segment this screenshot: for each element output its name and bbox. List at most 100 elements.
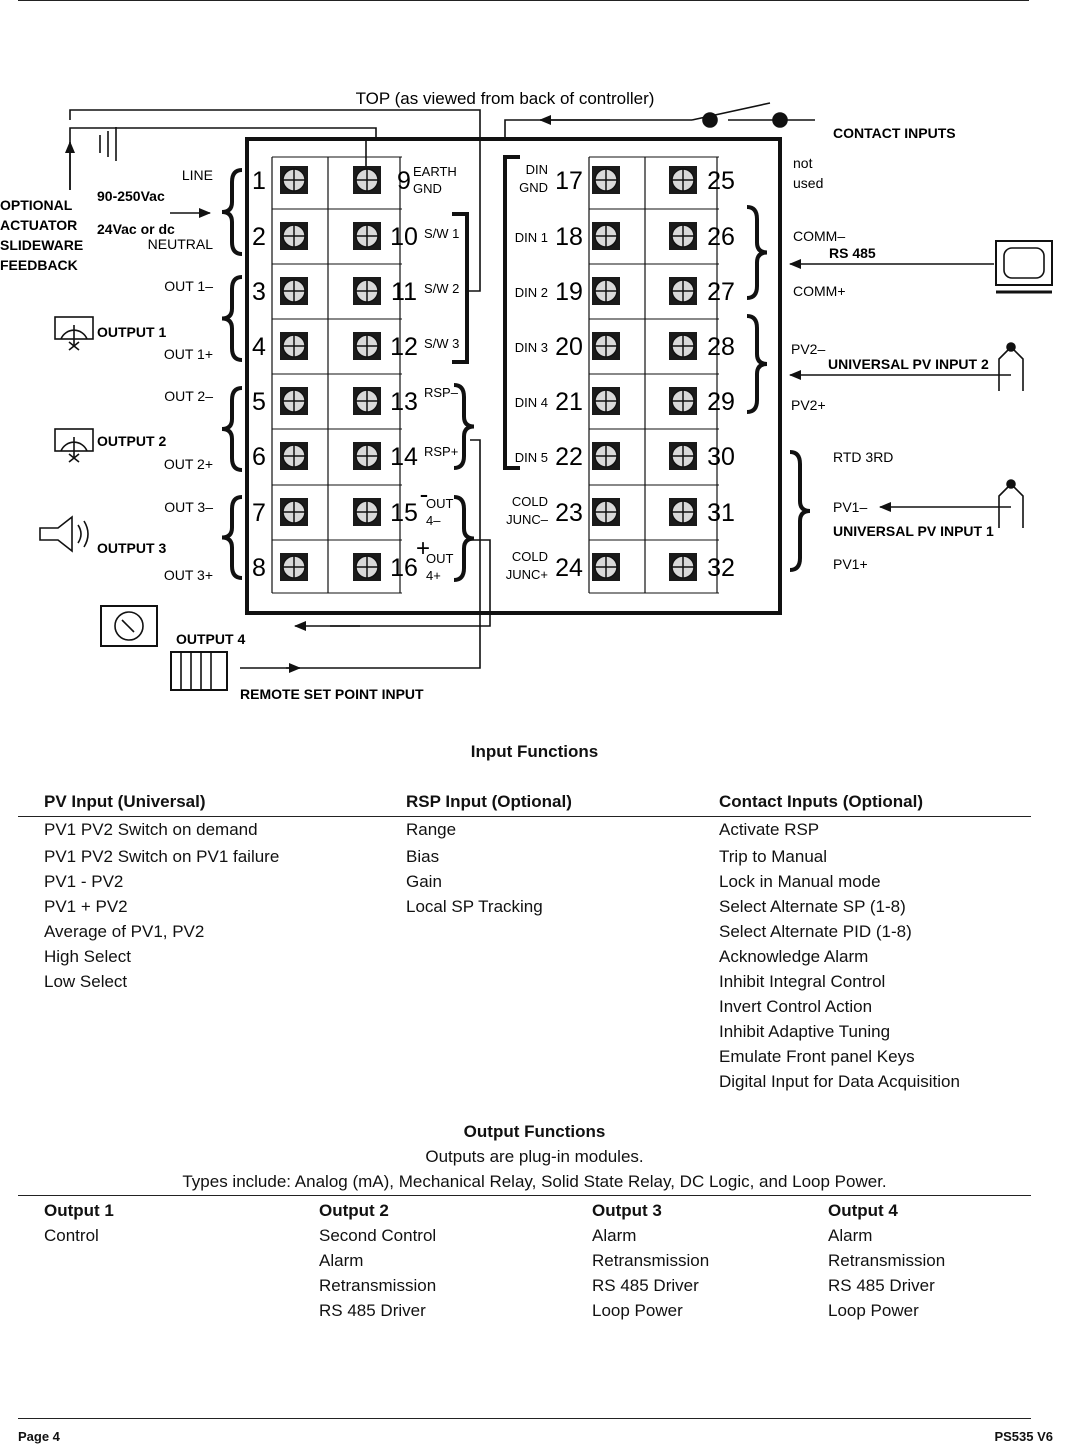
wire-contact-1	[504, 119, 692, 138]
brace-output-1	[221, 275, 243, 362]
list-item: Select Alternate PID (1-8)	[719, 922, 912, 941]
terminal-number: 25	[707, 167, 735, 195]
meter-icon	[121, 619, 135, 633]
terminal-number: 16	[390, 554, 418, 582]
terminal-label: OUT 1–	[164, 278, 213, 294]
terminal-screw	[353, 442, 381, 470]
callout-optional-feedback: ACTUATOR	[0, 217, 77, 233]
terminal-label: S/W 1	[424, 226, 459, 241]
terminal-screw	[592, 166, 620, 194]
list-item: Retransmission	[828, 1251, 946, 1270]
terminal-screw	[592, 332, 620, 360]
terminal-screw	[280, 277, 308, 305]
list-item: RS 485 Driver	[319, 1301, 426, 1320]
terminal-label: OUT 2–	[164, 388, 213, 404]
terminal-label-pv2-plus: PV2+	[791, 397, 826, 413]
list-item: Lock in Manual mode	[719, 872, 881, 891]
list-item: Digital Input for Data Acquisition	[719, 1072, 960, 1091]
callout-remote-sp: REMOTE SET POINT INPUT	[240, 686, 424, 702]
terminal-screw	[669, 553, 697, 581]
terminal-number: 9	[397, 167, 411, 195]
terminal-screw	[592, 442, 620, 470]
callout-pv-input-1: UNIVERSAL PV INPUT 1	[833, 523, 994, 539]
list-item: Alarm	[828, 1226, 873, 1245]
terminal-number: 4	[252, 333, 266, 361]
input-functions-title: Input Functions	[470, 742, 599, 761]
list-item: Control	[44, 1226, 99, 1245]
list-item: Loop Power	[592, 1301, 683, 1320]
terminal-label: GND	[519, 180, 548, 195]
terminal-screw	[592, 277, 620, 305]
terminal-number: 23	[555, 499, 583, 527]
top-caption: TOP (as viewed from back of controller)	[356, 89, 655, 108]
terminal-screw	[280, 166, 308, 194]
terminal-screw	[592, 553, 620, 581]
brace-output-2	[221, 386, 243, 472]
terminal-number: 15	[390, 499, 418, 527]
terminal-screw	[669, 332, 697, 360]
terminal-number: 21	[555, 388, 583, 416]
meter-icon	[100, 605, 158, 647]
terminal-number: 2	[252, 223, 266, 251]
list-item: Trip to Manual	[719, 847, 828, 866]
output-1-header: Output 1	[44, 1201, 114, 1220]
list-item: Select Alternate SP (1-8)	[719, 897, 906, 916]
terminal-label: 4–	[426, 513, 441, 528]
list-item: Range	[406, 820, 457, 839]
output-1-icon	[68, 341, 80, 351]
terminal-screw	[353, 498, 381, 526]
list-item: Acknowledge Alarm	[719, 947, 869, 966]
terminal-number: 32	[707, 554, 735, 582]
terminal-screw	[592, 498, 620, 526]
list-item: Low Select	[44, 972, 128, 991]
polarity-minus: -	[420, 479, 429, 509]
terminal-label-used: used	[793, 175, 823, 191]
pv-input-header: PV Input (Universal)	[44, 792, 206, 811]
output-functions-title: Output Functions	[463, 1122, 606, 1141]
output-header-rule	[18, 1195, 1031, 1196]
list-item: RS 485 Driver	[592, 1276, 699, 1295]
terminal-label: OUT 1+	[164, 346, 213, 362]
list-item: Alarm	[592, 1226, 637, 1245]
list-item: Invert Control Action	[719, 997, 873, 1016]
output-2-icon	[68, 453, 80, 463]
brace-output-4	[453, 495, 475, 582]
terminal-number: 11	[391, 278, 417, 306]
terminal-screw	[353, 387, 381, 415]
terminal-number: 5	[252, 388, 266, 416]
callout-supply-2: 24Vac or dc	[97, 221, 175, 237]
terminal-label: OUT 3+	[164, 567, 213, 583]
callout-rs485: RS 485	[829, 245, 876, 261]
terminal-label-pv1-plus: PV1+	[833, 556, 868, 572]
top-rule	[18, 0, 1029, 1]
switch-contact	[702, 112, 718, 128]
brace-power	[221, 168, 243, 256]
wiring-diagram: TOP (as viewed from back of controller) …	[0, 89, 1053, 702]
terminal-number: 19	[555, 278, 583, 306]
terminal-screw	[669, 387, 697, 415]
terminal-screw	[280, 222, 308, 250]
terminal-number: 24	[555, 554, 583, 582]
brace-rsp	[453, 383, 475, 470]
terminal-number: 17	[555, 167, 583, 195]
terminal-label: LINE	[182, 167, 213, 183]
list-item: Emulate Front panel Keys	[719, 1047, 915, 1066]
list-item: PV1 PV2 Switch on PV1 failure	[44, 847, 280, 866]
terminal-screw	[280, 442, 308, 470]
rsp-input-header: RSP Input (Optional)	[406, 792, 572, 811]
terminal-number: 18	[555, 223, 583, 251]
terminal-screw	[353, 553, 381, 581]
callout-supply-1: 90-250Vac	[97, 188, 165, 204]
terminal-number: 30	[707, 443, 735, 471]
terminal-number: 7	[252, 499, 266, 527]
list-item: High Select	[44, 947, 131, 966]
terminal-label: OUT 2+	[164, 456, 213, 472]
terminal-label: JUNC+	[506, 567, 548, 582]
output-4-header: Output 4	[828, 1201, 898, 1220]
bracket-switches	[452, 212, 469, 364]
callout-output-1: OUTPUT 1	[97, 324, 166, 340]
list-item: Bias	[406, 847, 440, 866]
terminal-label: DIN 1	[515, 230, 548, 245]
terminal-screw	[280, 498, 308, 526]
terminal-number: 27	[707, 278, 735, 306]
